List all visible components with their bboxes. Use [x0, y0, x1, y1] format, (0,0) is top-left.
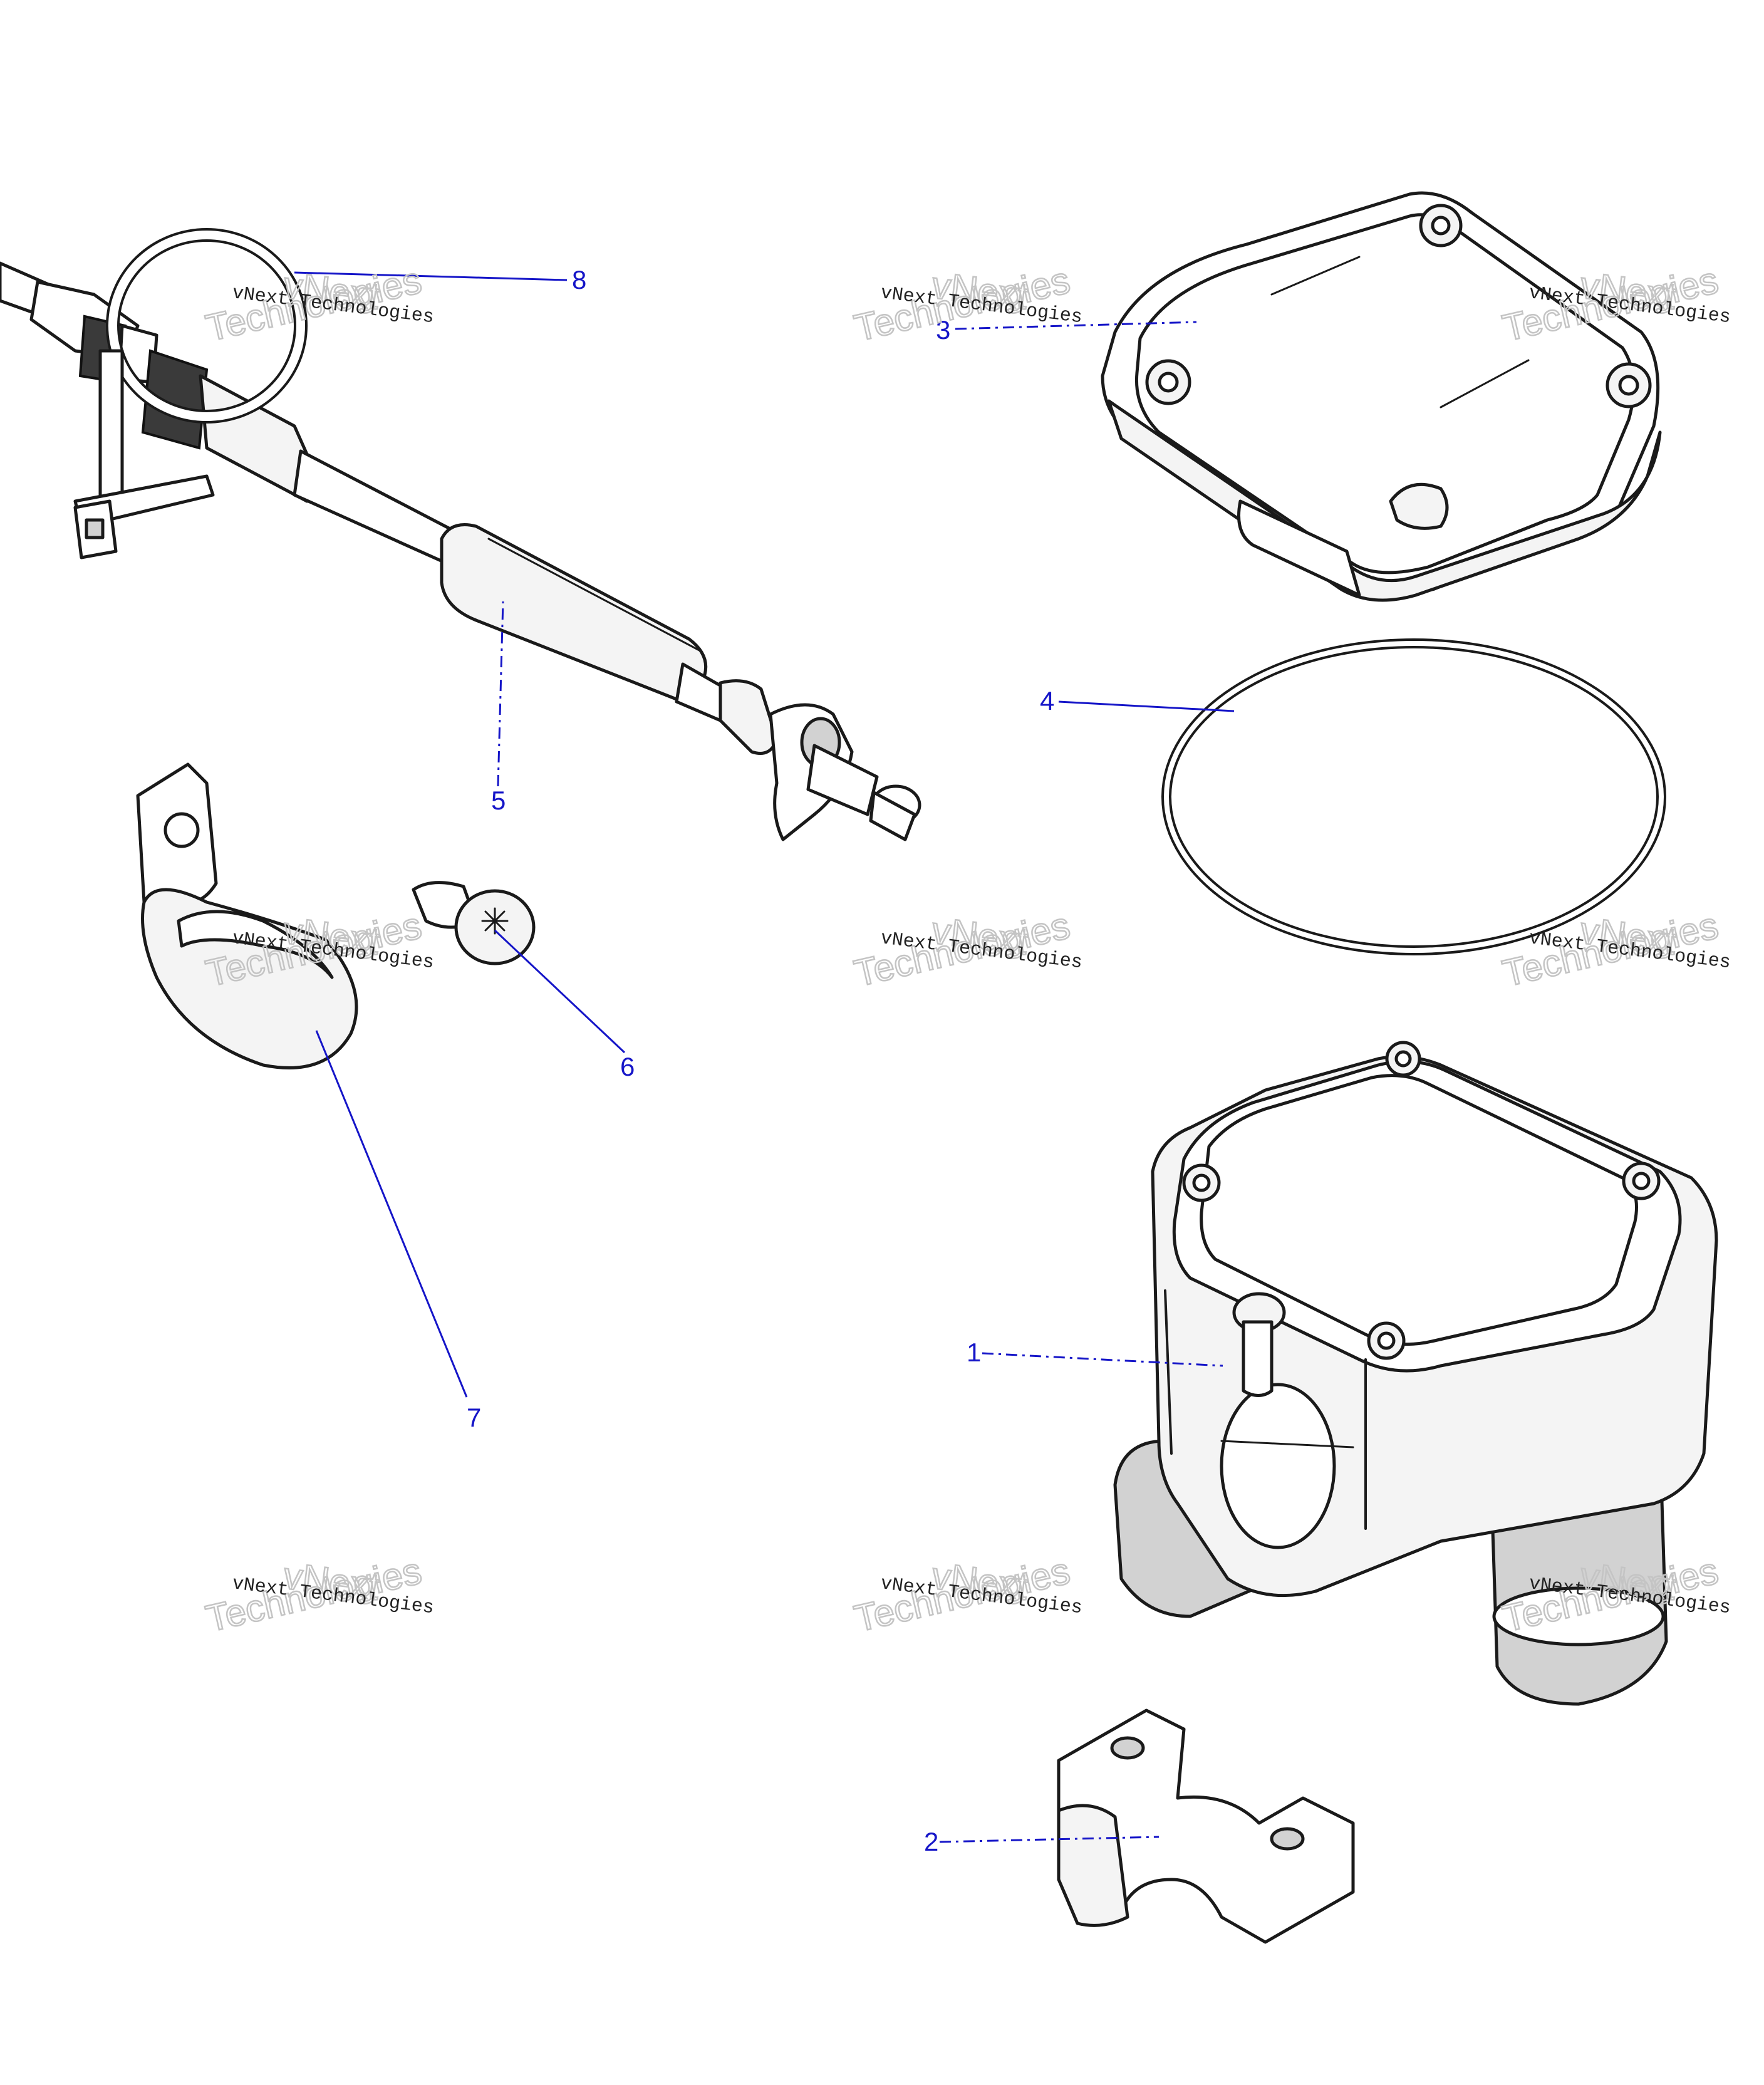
leader-6 [494, 929, 626, 1054]
clamp-bracket [136, 762, 358, 1069]
watermark-5: vNext Technologies vNext Technologies [849, 903, 1083, 996]
callout-4: 4 [1040, 686, 1054, 715]
leader-8 [294, 271, 568, 281]
leader-4 [1058, 700, 1235, 712]
callout-labels: 1 2 3 4 5 6 7 8 [467, 265, 1054, 1856]
leader-lines [294, 271, 1235, 1843]
callout-8: 8 [572, 265, 586, 294]
leader-5 [497, 601, 504, 787]
push-rivet [412, 881, 536, 965]
leader-7 [315, 1030, 468, 1398]
clamp-cap [1057, 1708, 1355, 1944]
watermark-8: vNext Technologies vNext Technologies [849, 1549, 1083, 1641]
throttle-housing [1113, 1041, 1718, 1706]
watermark-2: vNext Technologies vNext Technologies [849, 258, 1083, 350]
cover [1101, 191, 1662, 602]
gasket-ring [1161, 638, 1666, 955]
watermark-7: vNext Technologies vNext Technologies [201, 1549, 435, 1641]
callout-7: 7 [467, 1403, 481, 1432]
callout-6: 6 [620, 1052, 635, 1081]
callout-3: 3 [936, 315, 950, 345]
leader-1 [982, 1352, 1223, 1367]
callout-2: 2 [924, 1827, 938, 1856]
leader-3 [955, 321, 1197, 330]
cable-tie [73, 228, 308, 559]
callout-1: 1 [967, 1338, 981, 1367]
watermark-6: vNext Technologies vNext Technologies [1498, 903, 1731, 996]
cable-assembly [0, 261, 921, 841]
callout-5: 5 [491, 786, 506, 815]
watermark-1: vNext Technologies vNext Technologies [201, 258, 435, 350]
